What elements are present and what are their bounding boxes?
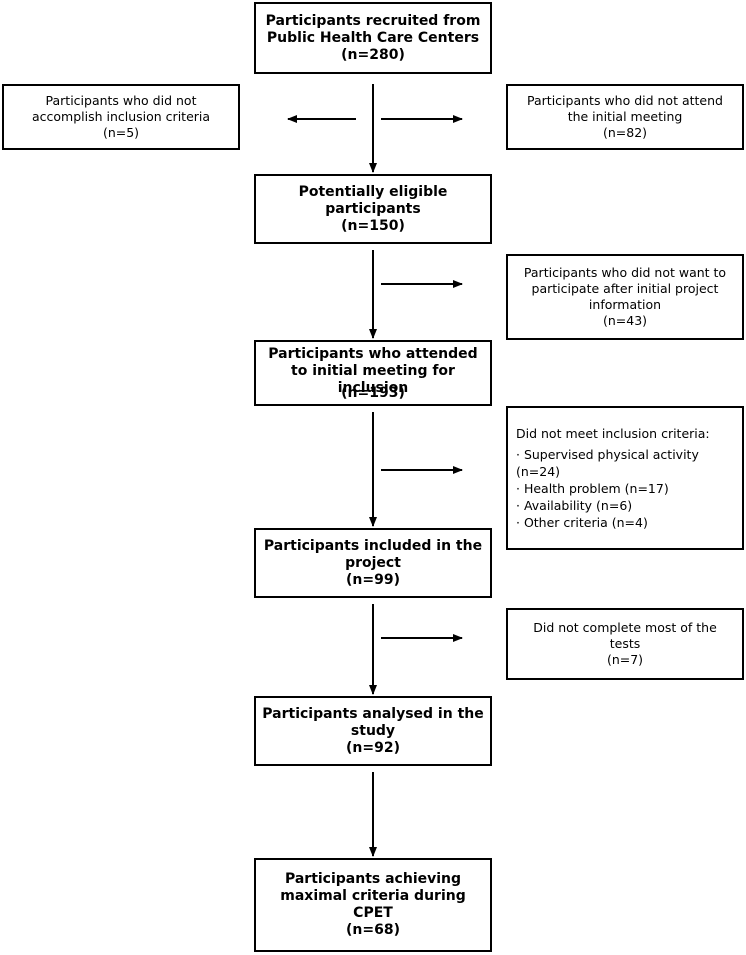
box-analysed: Participants analysed in the study (n=92… [254, 696, 492, 766]
box-recruited: Participants recruited from Public Healt… [254, 2, 492, 74]
box-included: Participants included in the project (n=… [254, 528, 492, 598]
list-item: · Other criteria (n=4) [516, 515, 648, 530]
list-item: · Availability (n=6) [516, 498, 633, 513]
list-item: · Supervised physical activity [516, 447, 699, 462]
not-met-header: Did not meet inclusion criteria: [516, 426, 710, 441]
box-no-inclusion: Participants who did not accomplish incl… [2, 84, 240, 150]
box-not-met: Did not meet inclusion criteria: · Super… [506, 406, 744, 550]
list-item: (n=24) [516, 464, 561, 479]
box-attended: Participants who attended to initial mee… [254, 340, 492, 406]
box-achieving: Participants achieving maximal criteria … [254, 858, 492, 952]
box-no-participate: Participants who did not want to partici… [506, 254, 744, 340]
box-incomplete: Did not complete most of the tests (n=7) [506, 608, 744, 680]
list-item: · Health problem (n=17) [516, 481, 669, 496]
box-no-meeting: Participants who did not attend the init… [506, 84, 744, 150]
box-attended-count: (n=193) [341, 385, 405, 401]
box-eligible: Potentially eligible participants (n=150… [254, 174, 492, 244]
